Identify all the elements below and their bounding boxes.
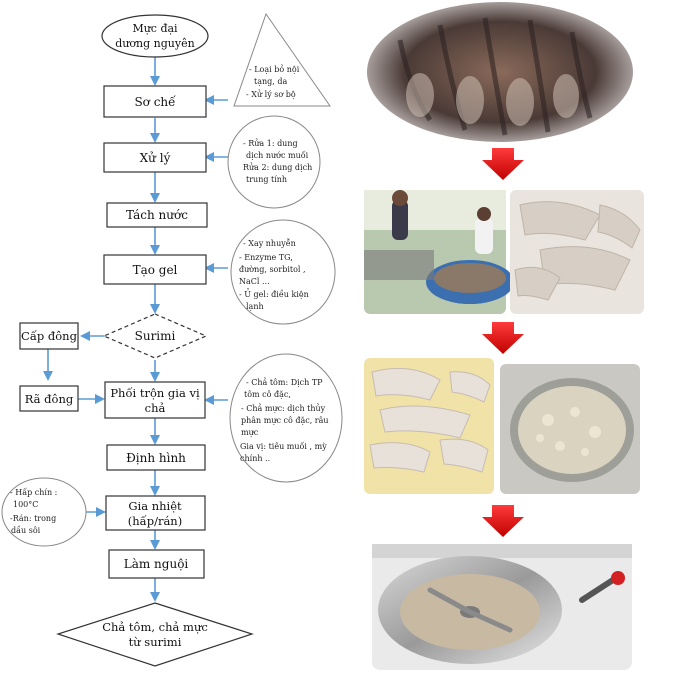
step-ra-dong-label: Rã đông — [25, 392, 74, 406]
step-so-che-label: Sơ chế — [134, 94, 176, 109]
step-gia-nhiet: Gia nhiệt (hấp/rán) — [105, 495, 206, 531]
note-xu-ly-line-4: trung tính — [246, 175, 287, 184]
step-xu-ly: Xử lý — [103, 142, 207, 173]
step-phoi-tron: Phối trộn gia vị chả — [104, 381, 206, 419]
step-dinh-hinh-label: Định hình — [126, 451, 186, 465]
step-surimi-label: Surimi — [135, 329, 176, 343]
note-gia-nhiet-line-4: dầu sôi — [11, 526, 41, 535]
photo-cleaning — [364, 190, 514, 314]
step-phoi-tron-line-2: chả — [145, 401, 166, 415]
step-xu-ly-label: Xử lý — [140, 151, 171, 165]
step-tao-gel: Tạo gel — [103, 254, 207, 285]
note-so-che: - Loại bỏ nội tạng, da - Xử lý sơ bộ — [233, 12, 331, 107]
step-lam-nguoi: Làm nguội — [108, 549, 205, 579]
note-gia-nhiet-line-2: 100°C — [13, 500, 38, 509]
start-line-2: dương nguyên — [115, 37, 194, 50]
note-phoi-tron-line-4: phân mực cô đặc, râu — [241, 416, 329, 425]
end-line-2: từ surimi — [129, 635, 182, 649]
note-tao-gel-line-6: lạnh — [246, 302, 264, 311]
start-node: Mực đại dương nguyên — [101, 14, 209, 58]
step-phoi-tron-line-1: Phối trộn gia vị — [110, 386, 200, 400]
note-phoi-tron-line-6: Gia vị: tiêu muối , mỳ — [240, 442, 327, 451]
note-tao-gel-line-3: đường, sorbitol , — [239, 265, 306, 274]
down-arrow-2 — [482, 322, 524, 354]
step-cap-dong: Cấp đông — [19, 322, 79, 350]
step-gia-nhiet-line-2: (hấp/rán) — [128, 514, 182, 528]
step-ra-dong: Rã đông — [19, 385, 79, 412]
note-tao-gel-line-2: - Enzyme TG, — [239, 253, 293, 262]
note-xu-ly-line-3: Rửa 2: dung dịch — [243, 163, 312, 172]
step-cap-dong-label: Cấp đông — [21, 329, 78, 343]
step-surimi: Surimi — [102, 313, 208, 359]
note-xu-ly-line-2: dịch nước muối — [246, 151, 309, 160]
photo-raw-squid — [367, 2, 633, 142]
step-dinh-hinh: Định hình — [106, 444, 206, 471]
note-phoi-tron-line-2: tôm cô đặc, — [244, 390, 291, 399]
step-tao-gel-label: Tạo gel — [133, 263, 178, 277]
down-arrow-3 — [482, 505, 524, 537]
note-phoi-tron-line-1: - Chả tôm: Dịch TP — [246, 378, 323, 387]
note-gia-nhiet: - Hấp chín : 100°C -Rán: trong dầu sôi — [1, 477, 87, 547]
note-phoi-tron-line-7: chính .. — [240, 454, 270, 463]
end-line-1: Chả tôm, chả mực — [102, 620, 208, 634]
photo-cooking-pot — [372, 544, 632, 670]
step-lam-nguoi-label: Làm nguội — [124, 557, 189, 571]
note-phoi-tron-line-3: - Chả mực: dịch thủy — [241, 404, 326, 413]
photo-sliced-squid — [364, 358, 494, 494]
note-tao-gel-line-5: - Ủ gel: điều kiện — [239, 289, 309, 299]
down-arrow-1 — [482, 148, 524, 180]
note-tao-gel-line-1: - Xay nhuyễn — [243, 239, 296, 248]
start-line-1: Mực đại — [132, 22, 178, 35]
note-xu-ly-line-1: - Rửa 1: dung — [243, 139, 298, 148]
step-so-che: Sơ chế — [103, 85, 207, 118]
photo-mixing-bowl — [500, 364, 640, 494]
note-tao-gel-line-4: NaCl ... — [239, 277, 270, 286]
step-tach-nuoc-label: Tách nước — [126, 208, 188, 222]
note-xu-ly: - Rửa 1: dung dịch nước muối Rửa 2: dung… — [227, 115, 321, 209]
connectors — [43, 57, 228, 602]
note-tao-gel: - Xay nhuyễn - Enzyme TG, đường, sorbito… — [230, 219, 336, 325]
step-gia-nhiet-line-1: Gia nhiệt — [128, 499, 182, 513]
note-phoi-tron-line-5: mực — [241, 428, 259, 437]
note-so-che-line-1: - Loại bỏ nội — [249, 65, 300, 74]
step-tach-nuoc: Tách nước — [106, 202, 208, 228]
end-node: Chả tôm, chả mực từ surimi — [56, 602, 254, 667]
note-phoi-tron: - Chả tôm: Dịch TP tôm cô đặc, - Chả mực… — [229, 353, 343, 483]
note-so-che-line-2: tạng, da — [254, 77, 287, 86]
note-gia-nhiet-line-1: - Hấp chín : — [10, 488, 57, 497]
note-so-che-line-3: - Xử lý sơ bộ — [246, 90, 296, 99]
photo-squid-pieces — [510, 190, 644, 314]
note-gia-nhiet-line-3: -Rán: trong — [10, 514, 56, 523]
